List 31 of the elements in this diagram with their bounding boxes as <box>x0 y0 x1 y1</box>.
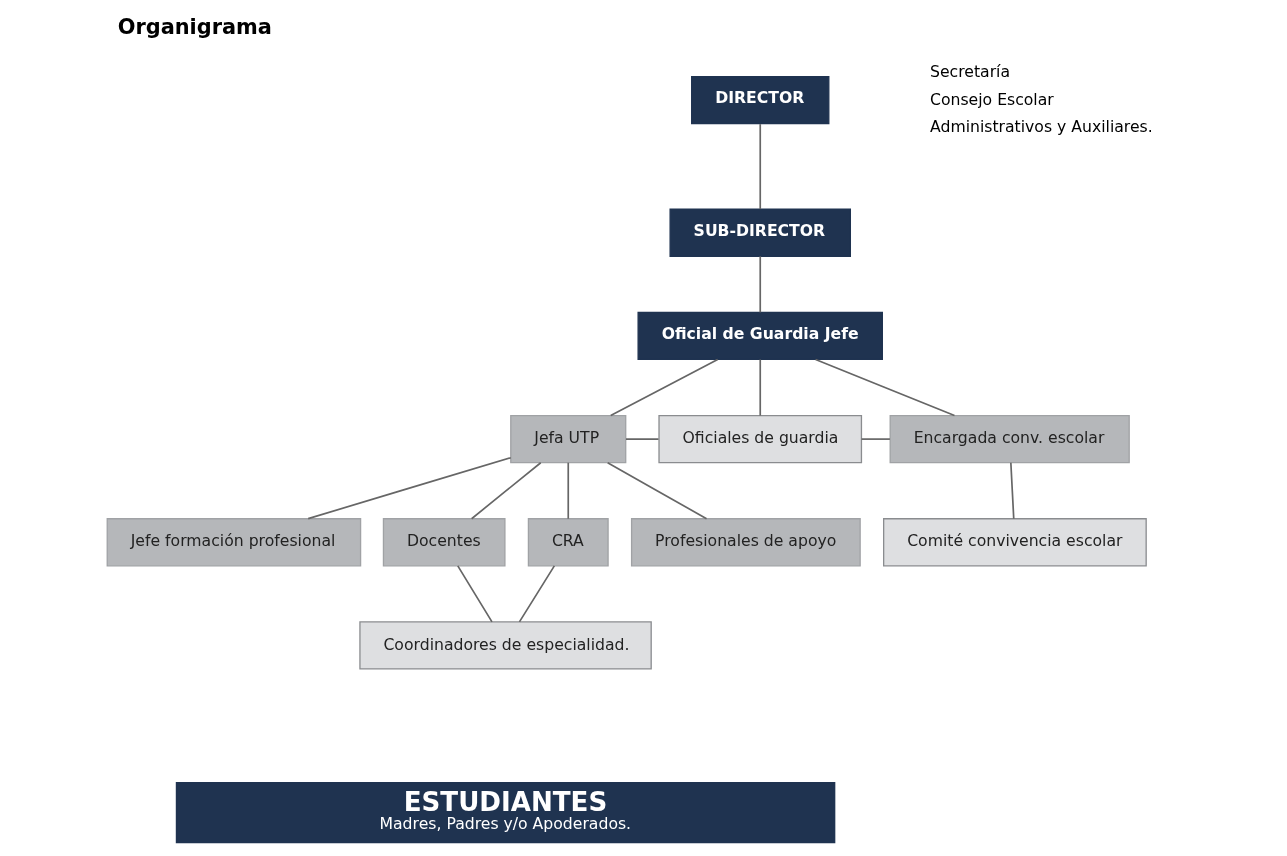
label: Administrativos y Auxiliares. <box>929 117 1153 137</box>
node-box: Docentes <box>382 518 506 567</box>
connector <box>1009 461 1015 520</box>
connector <box>470 461 542 520</box>
connector <box>566 461 569 520</box>
node-box: Oficial de Guardia Jefe <box>636 311 883 361</box>
connector <box>758 358 761 417</box>
node-box: SUB-DIRECTOR <box>668 208 851 257</box>
connector <box>606 461 707 520</box>
node-box: Jefa UTP <box>509 414 626 464</box>
node-box: Oficiales de guardia <box>657 414 862 464</box>
node-box: DIRECTOR <box>690 76 829 125</box>
node-box: ESTUDIANTES Madres, Padres y/o Apoderados. <box>175 781 835 844</box>
node-box: CRA <box>527 518 609 567</box>
connector <box>624 438 659 440</box>
node-box: Profesionales de apoyo <box>630 518 861 567</box>
label: Secretaría <box>929 62 1010 82</box>
connector <box>860 438 891 440</box>
connector <box>456 565 493 623</box>
connector <box>758 123 761 210</box>
connector <box>758 255 761 314</box>
node-box: Jefe formación profesional <box>106 518 361 567</box>
label: Consejo Escolar <box>929 89 1054 109</box>
connector <box>518 565 555 623</box>
node-box: Coordinadores de especialidad. <box>358 621 652 670</box>
connector <box>814 358 955 417</box>
node-box: Comité convivencia escolar <box>882 518 1147 567</box>
connector <box>609 358 718 417</box>
connector <box>306 456 512 520</box>
diagram-title: Organigrama <box>117 14 272 39</box>
node-box: Encargada conv. escolar <box>889 414 1130 464</box>
